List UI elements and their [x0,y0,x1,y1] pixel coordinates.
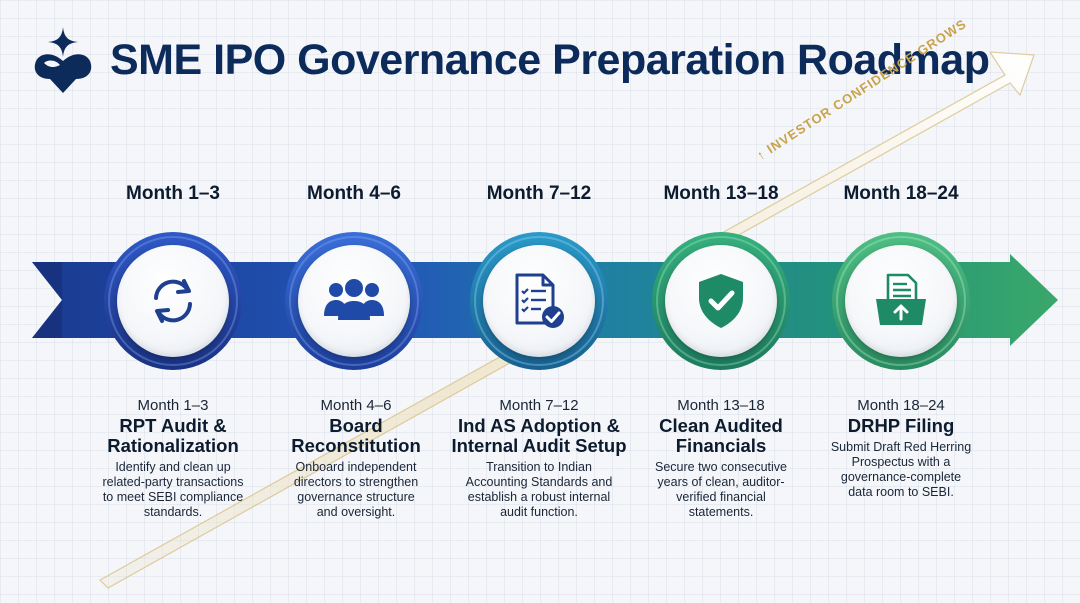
step-1-description: Month 1–3 RPT Audit & Rationalization Id… [73,397,273,520]
step-4-text: Secure two consecutive years of clean, a… [621,460,821,520]
step-5-text-line1: Submit Draft Red Herring [830,440,972,454]
step-5-text-line2: Prospectus with a [851,455,951,469]
step-2-icon-badge [285,232,423,370]
step-4-title: Clean Audited Financials [621,416,821,456]
step-3-text-line4: audit function. [500,505,578,519]
step-5-month-top: Month 18–24 [843,183,959,204]
step-3-text-line3: establish a robust internal [467,490,611,504]
step-1-text-line2: related-party transactions [102,475,244,489]
step-4-text-line3: verified financial [676,490,766,504]
step-5-title: DRHP Filing [801,416,1001,436]
step-4-title-line1: Clean Audited [659,415,783,436]
step-2-title: Board Reconstitution [256,416,456,456]
step-2-title-line1: Board [329,415,383,436]
step-3-month: Month 7–12 [499,397,579,414]
step-4-description: Month 13–18 Clean Audited Financials Sec… [621,397,821,520]
step-3-text: Transition to Indian Accounting Standard… [439,460,639,520]
step-4-month-top: Month 13–18 [663,183,779,204]
step-1-text: Identify and clean up related-party tran… [73,460,273,520]
step-3-description: Month 7–12 Ind AS Adoption & Internal Au… [439,397,639,520]
step-3-icon-badge [470,232,608,370]
step-5-month: Month 18–24 [857,397,945,414]
step-1-text-line3: to meet SEBI compliance [102,490,244,504]
step-3-text-line2: Accounting Standards and [465,475,613,489]
step-5-icon-badge [832,232,970,370]
step-4-text-line2: years of clean, auditor- [657,475,785,489]
step-3-title-line2: Internal Audit Setup [451,435,627,456]
step-2-month-top: Month 4–6 [307,183,401,204]
step-5-description: Month 18–24 DRHP Filing Submit Draft Red… [801,397,1001,500]
step-2-text-line3: governance structure [297,490,415,504]
step-1-month: Month 1–3 [137,397,209,414]
step-1-title-line2: Rationalization [107,435,239,456]
step-1-text-line1: Identify and clean up [115,460,231,474]
step-2-text-line4: and oversight. [316,505,396,519]
step-5-text: Submit Draft Red Herring Prospectus with… [801,440,1001,500]
refresh-arrows-icon [154,279,192,323]
step-3-title: Ind AS Adoption & Internal Audit Setup [439,416,639,456]
step-2-description: Month 4–6 Board Reconstitution Onboard i… [256,397,456,520]
people-group-icon [324,279,384,320]
step-4-month: Month 13–18 [677,397,765,414]
upload-tray-icon [876,273,926,325]
step-1-icon-badge [104,232,242,370]
step-4-text-line1: Secure two consecutive [654,460,787,474]
step-5-text-line3: governance-complete [840,470,962,484]
step-2-title-line2: Reconstitution [291,435,421,456]
step-5-text-line4: data room to SEBI. [848,485,954,499]
step-2-month: Month 4–6 [320,397,392,414]
step-4-title-line2: Financials [675,435,767,456]
step-4-icon-badge [652,232,790,370]
step-1-month-top: Month 1–3 [126,183,220,204]
brand-logo-icon [34,27,92,93]
step-4-text-line4: statements. [688,505,754,519]
step-1-text-line4: standards. [143,505,203,519]
step-3-month-top: Month 7–12 [486,183,592,204]
page-title: SME IPO Governance Preparation Roadmap [110,35,990,84]
step-5-title-line1: DRHP Filing [847,415,955,436]
step-3-text-line1: Transition to Indian [486,460,592,474]
step-1-title: RPT Audit & Rationalization [73,416,273,456]
step-2-text-line2: directors to strengthen [293,475,419,489]
header: SME IPO Governance Preparation Roadmap [30,22,990,98]
step-1-title-line1: RPT Audit & [119,415,227,436]
document-checklist-icon [515,273,564,328]
shield-check-icon [699,274,743,328]
step-2-text: Onboard independent directors to strengt… [256,460,456,520]
step-2-text-line1: Onboard independent [295,460,417,474]
step-3-title-line1: Ind AS Adoption & [457,415,620,436]
